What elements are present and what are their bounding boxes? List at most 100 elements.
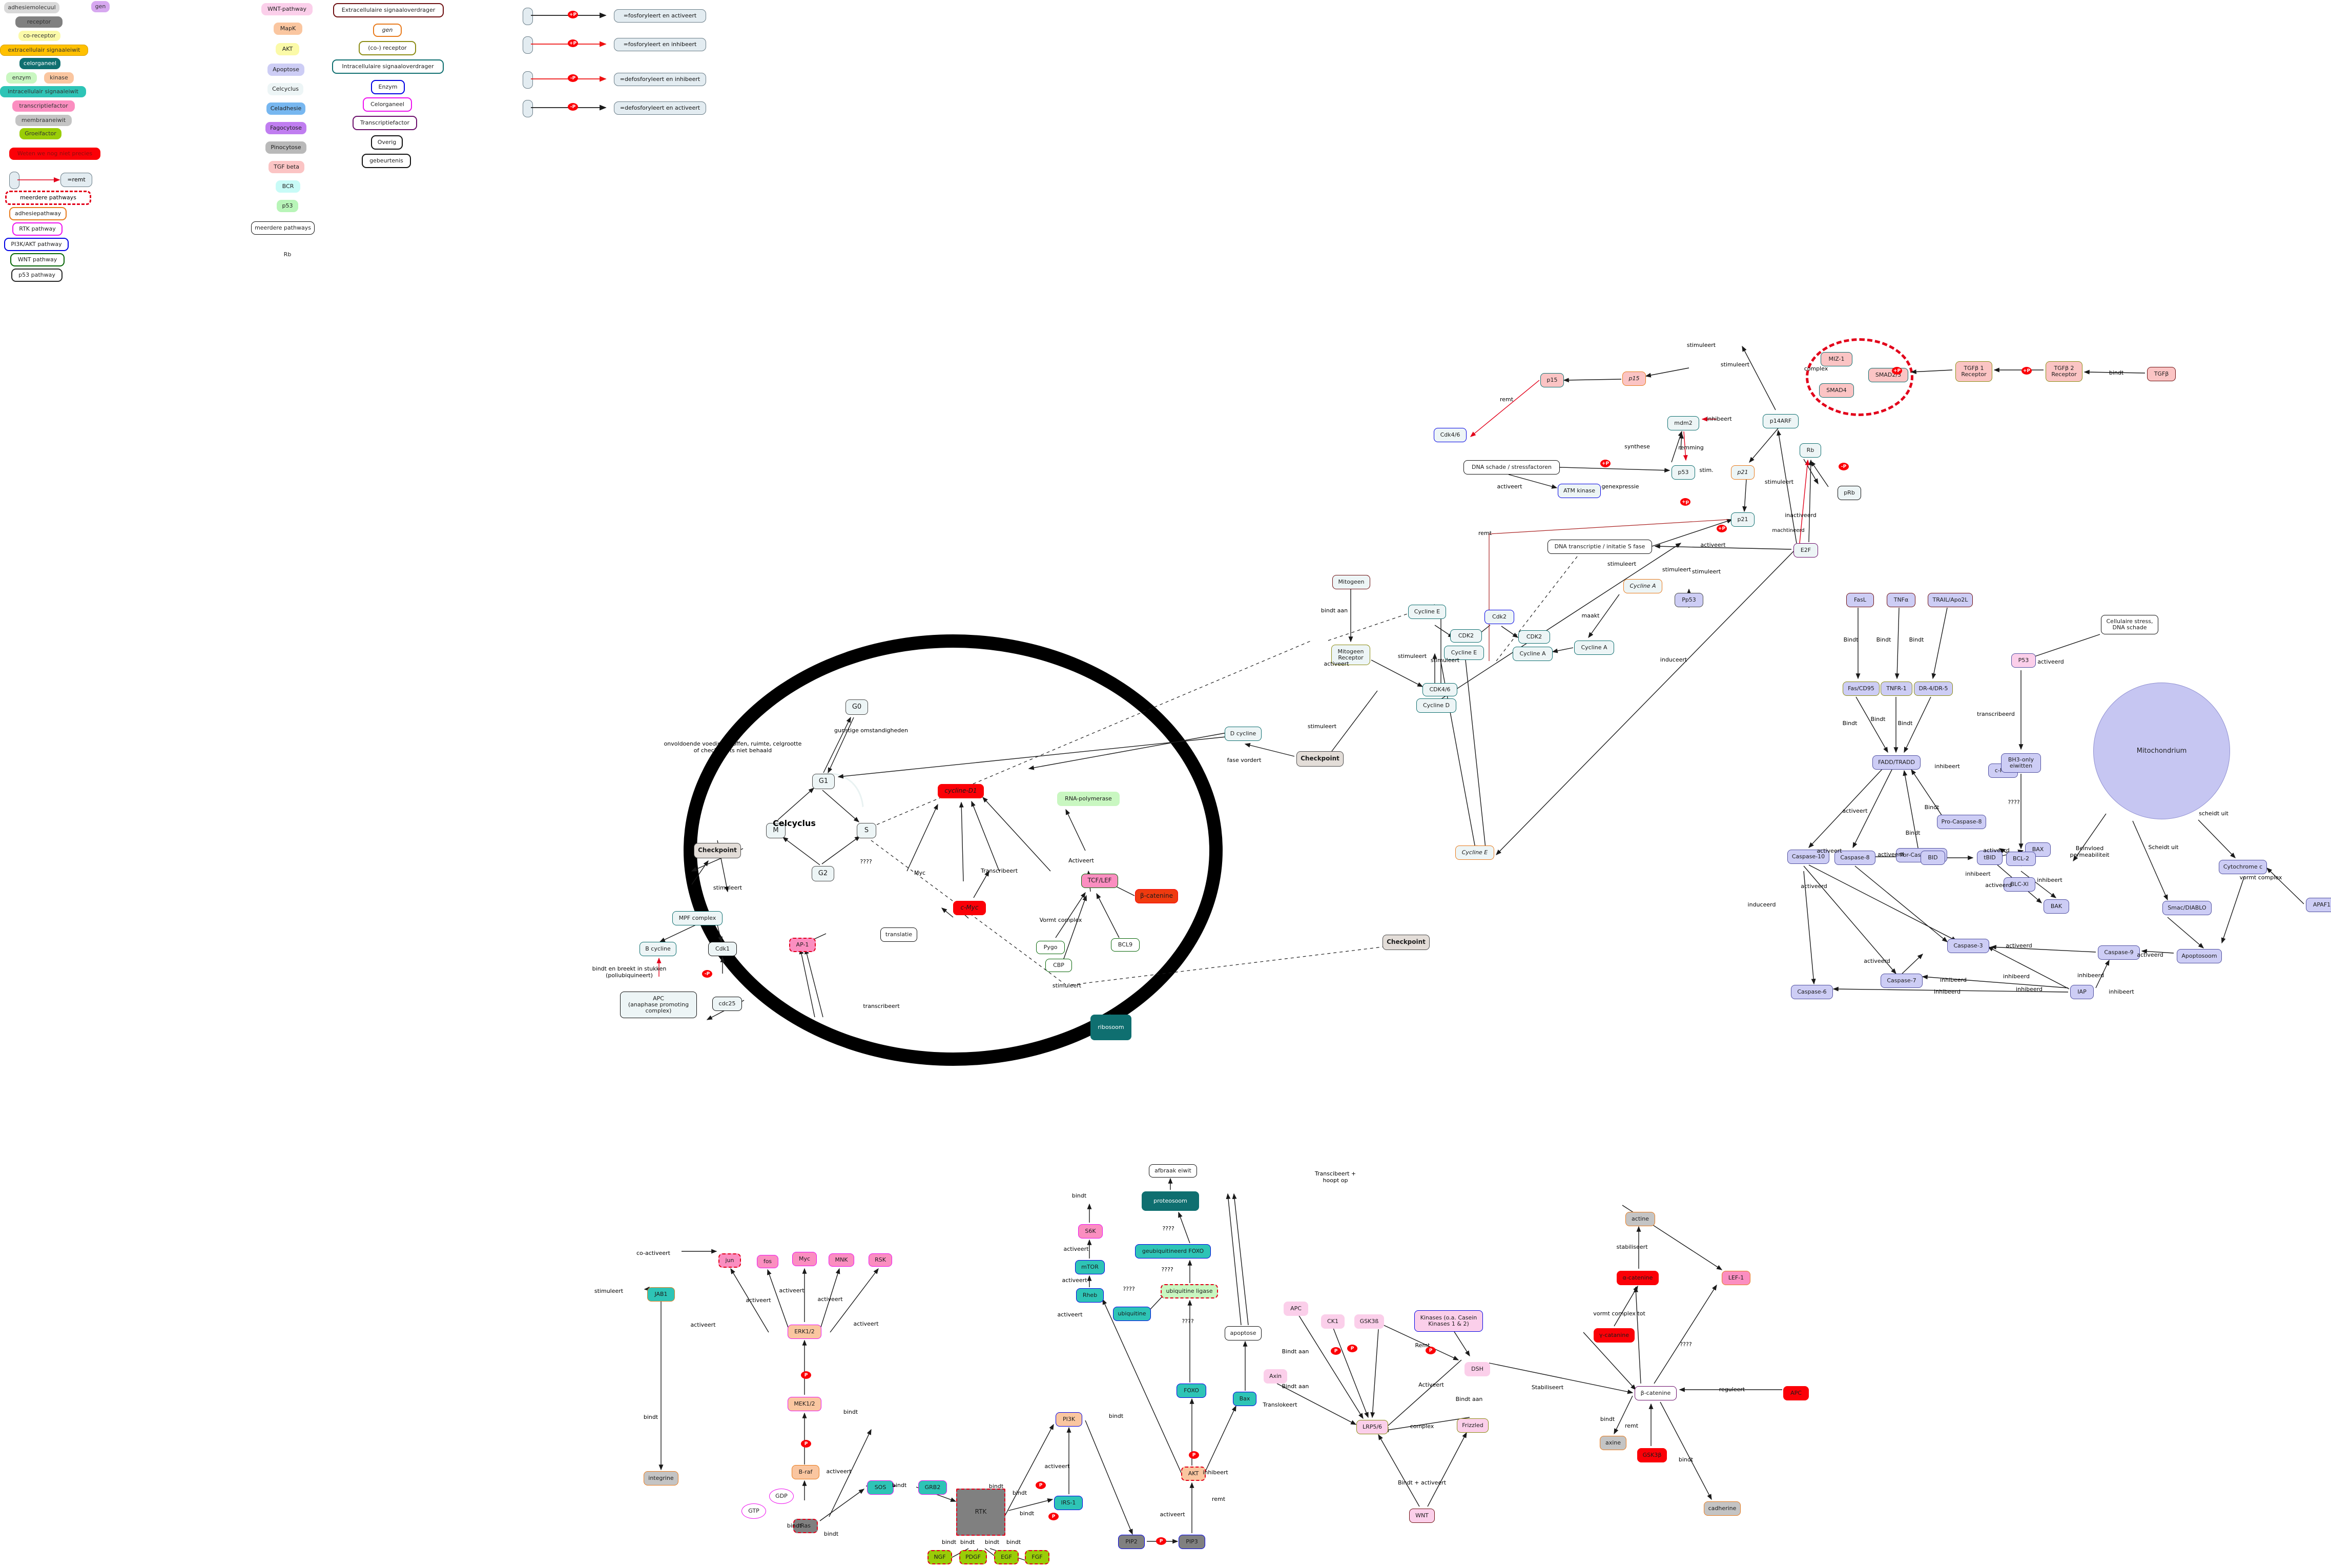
phospho-marker-icon: +P [1892, 367, 1902, 375]
edge-label-activeert: activeert [1842, 808, 1868, 814]
node-cdk2a: CDK2 [1450, 629, 1482, 643]
node-checkpoint3: Checkpoint [1383, 935, 1430, 950]
node-cadherine: cadherine [1704, 1501, 1741, 1516]
edge-label-bindt: bindt [2109, 369, 2124, 376]
legend-border-enzym: Enzym [371, 80, 405, 94]
legend-chip-adhesiemolecuul: adhesiemolecuul [4, 2, 59, 13]
node-bcatenine-c: β-catenine [1135, 889, 1178, 903]
node-casp9: Caspase-9 [2098, 945, 2140, 960]
edge-label-activeert: activeert [817, 1296, 843, 1303]
node-gcatenine: γ-catanine [1594, 1328, 1635, 1343]
legend-border-co-receptor: (co-) receptor [359, 41, 416, 55]
legend-border-celorganeel: Celorganeel [363, 97, 412, 112]
edge-label-bindt: bindt [1019, 1510, 1035, 1517]
edge-label-inhibeert: inhibeert [2109, 988, 2134, 995]
edge-label-complex: complex [1804, 365, 1828, 372]
legend-chip-celorganeel: celorganeel [19, 58, 60, 69]
phospho-marker-icon: +P [2021, 367, 2032, 375]
edge-label-: ???? [2008, 799, 2020, 806]
edge-label-bindt-aan: Bindt aan [1282, 1348, 1309, 1355]
node-pdgf: PDGF [959, 1550, 987, 1564]
edge-label-remt: remt [1499, 396, 1514, 403]
node-g0: G0 [845, 699, 868, 715]
legend-outline-rtk-pathway: RTK pathway [12, 222, 63, 236]
edge-label-beinvloed-permeabiliteit: Beinvloed permeabiliteit [2070, 845, 2110, 858]
edge-label-stimuleert: stimuleert [1686, 342, 1716, 348]
node-cyclinee-t: Cycline E [1408, 605, 1446, 619]
node-cellstress: Cellulaire stress, DNA schade [2101, 615, 2158, 634]
legend-arrow-source-node [523, 36, 533, 54]
node-tgfb: TGFβ [2147, 367, 2176, 381]
node-apc-r: APC [1783, 1386, 1809, 1400]
node-apc-w: APC [1284, 1302, 1308, 1316]
legend-node-shape [9, 172, 19, 189]
legend-chip-receptor: receptor [15, 16, 63, 28]
node-pip3: PIP3 [1179, 1535, 1205, 1549]
edge-label-bindt: bindt [1071, 1192, 1087, 1199]
node-cdk2b: CDK2 [1518, 630, 1550, 644]
edge-label-stimuleert: stimuleert [1430, 657, 1460, 664]
legend-pathway-rb: Rb [283, 251, 292, 258]
legend-pathway-p53: p53 [277, 200, 298, 212]
node-dnatransc: DNA transcriptie / initatie S fase [1548, 540, 1652, 554]
node-dcycline: D cycline [1225, 727, 1262, 741]
node-casp10: Caspase-10 [1787, 850, 1829, 864]
node-dr45: DR-4/DR-5 [1914, 682, 1953, 696]
node-bid: BID [1921, 851, 1945, 865]
legend-outline-wnt-pathway: WNT pathway [10, 253, 65, 266]
edge-label-activeert: activeert [1063, 1246, 1089, 1252]
node-p15-prot: p15 [1540, 373, 1564, 387]
phospho-marker-icon: P [801, 1371, 811, 1379]
edge-label-activeert: activeert [826, 1468, 852, 1475]
phospho-marker-icon: P [1331, 1347, 1341, 1355]
node-mek12: MEK1/2 [788, 1397, 821, 1411]
edge-label-stimuleert: stimuleert [594, 1288, 624, 1294]
phospho-add-icon: +P [568, 11, 578, 18]
mitochondrium-organelle: Mitochondrium [2093, 683, 2230, 819]
edge-label-bindt: Bindt [1842, 720, 1858, 727]
edge-label-stimuleert: stimuleert [1662, 566, 1691, 573]
edge-label-transcribeert: transcribeert [863, 1003, 900, 1009]
edge-label-activeert: activeert [746, 1297, 771, 1304]
legend-arrow-source-node [523, 8, 533, 25]
edge-label-: ???? [1162, 1225, 1174, 1232]
edge-label-vormt-complex: vormt complex [2239, 874, 2282, 881]
edge-label-activeert: activeert [1817, 848, 1842, 854]
edge-label-bindt: Bindt [1876, 636, 1891, 643]
edge-label-activeert: Activeert [1068, 857, 1094, 864]
node-p53: p53 [1672, 465, 1695, 480]
edge-label-reguleert: reguleert [1719, 1386, 1745, 1393]
node-p15-gene: p15 [1622, 372, 1646, 386]
phospho-marker-icon: +p [1680, 498, 1690, 506]
edge-label-activeert: activeert [1324, 661, 1349, 667]
legend-border-overig: Overig [371, 135, 403, 150]
node-mtor: mTOR [1075, 1260, 1105, 1274]
node-akt: AKT [1181, 1467, 1206, 1481]
legend-pathway-mapk: MapK [274, 23, 302, 35]
edge-label-complex: complex [1410, 1423, 1434, 1430]
node-ubiqligase: ubiquitine ligase [1161, 1284, 1218, 1298]
node-cdk2-blue: Cdk2 [1484, 610, 1514, 624]
node-bclxl: BLC-Xl [2004, 877, 2035, 892]
edge-label-remt: remt [1211, 1496, 1226, 1502]
edge-label-transcribeert: Transcribeert [980, 868, 1018, 874]
node-cyclinea-g: Cycline A [1623, 579, 1662, 593]
edge-label-inhibeerd: inhibeerd [1940, 977, 1967, 983]
edge-label-bindt: bindt [1012, 1490, 1027, 1496]
node-smad23: SMAD2/3 [1868, 368, 1908, 382]
edge-label-activeert: activeert [690, 1322, 716, 1328]
edge-label-bindt: bindt [984, 1539, 1000, 1545]
edge-label-activeerd: activeerd [1801, 883, 1827, 890]
edge-label-myc: Myc [914, 870, 926, 876]
phospho-marker-icon: P [1426, 1347, 1436, 1354]
edge-label-activeerd: activeerd [2006, 942, 2032, 949]
edge-label-activeert: activeert [1062, 1277, 1087, 1284]
edge-label-bindt: bindt [1600, 1416, 1615, 1422]
node-checkpoint2: Checkpoint [1296, 751, 1344, 767]
node-frizzled: Frizzled [1457, 1418, 1489, 1433]
node-myc-b: Myc [792, 1252, 817, 1266]
node-ngf: NGF [927, 1550, 952, 1564]
edge-label-fase-vordert: fase vordert [1227, 757, 1262, 764]
node-wnt: WNT [1409, 1509, 1435, 1523]
smad-complex-dashed-circle [1806, 338, 1913, 416]
